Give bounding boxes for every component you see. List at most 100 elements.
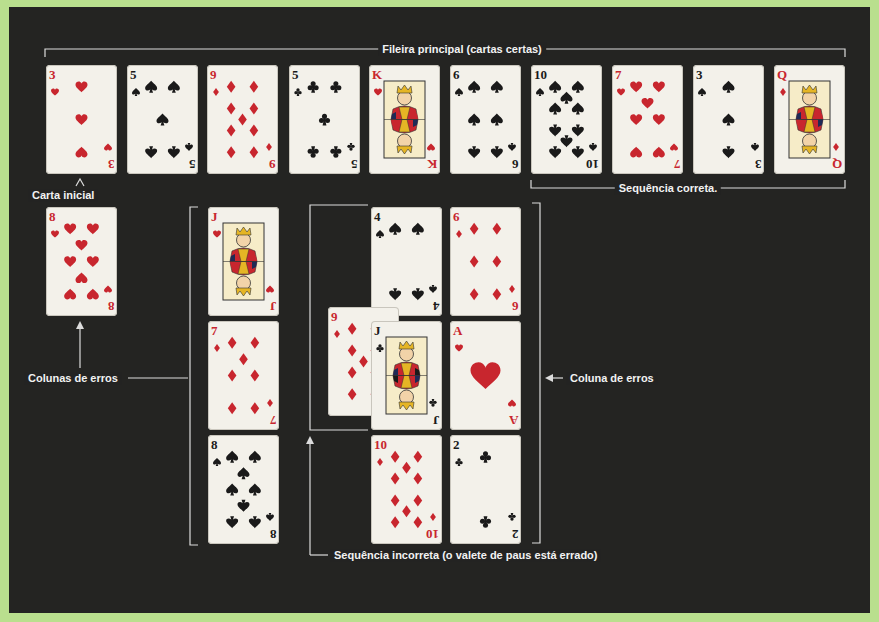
suit-pip <box>653 147 665 158</box>
card-rank: Q <box>832 157 842 171</box>
arrowhead <box>306 436 314 444</box>
suit-pip <box>470 256 479 268</box>
card-rank: A <box>453 324 462 338</box>
card-rank: 6 <box>453 68 460 82</box>
suit-pip <box>389 223 401 235</box>
suit-pip <box>402 462 411 474</box>
face-card-figure <box>789 81 830 158</box>
suit-pip <box>833 143 839 151</box>
card-rank: J <box>211 210 218 224</box>
suit-pip <box>251 402 260 414</box>
suit-pip <box>549 124 561 136</box>
suit-pip <box>213 458 221 466</box>
suit-pip <box>238 500 250 512</box>
suit-pip <box>723 81 735 93</box>
suit-pip <box>549 81 561 93</box>
playing-card: AA <box>450 321 521 430</box>
playing-card: 77 <box>208 321 279 430</box>
playing-card: QQ <box>774 65 845 174</box>
card-rank: 2 <box>453 438 460 452</box>
suit-pip <box>630 82 642 93</box>
suit-pip <box>214 344 220 352</box>
arrowhead <box>545 374 553 382</box>
card-rank: J <box>270 299 277 313</box>
suit-pip <box>670 143 678 150</box>
suit-pip <box>266 285 274 292</box>
suit-pip <box>414 516 423 528</box>
suit-pip <box>157 114 169 126</box>
suit-pip <box>561 92 573 104</box>
suit-pip <box>630 147 642 158</box>
suit-pip <box>87 224 99 235</box>
playing-card: JJ <box>371 321 442 430</box>
suit-pip <box>239 353 248 365</box>
suit-pip <box>509 285 515 293</box>
suit-pip <box>145 81 157 93</box>
suit-pip <box>64 224 76 235</box>
card-rank: 8 <box>211 438 218 452</box>
card-art <box>371 321 442 430</box>
annotation-label: Coluna de erros <box>566 372 658 385</box>
suit-pip <box>87 256 99 267</box>
card-rank: 6 <box>453 210 460 224</box>
card-rank: 9 <box>269 157 276 171</box>
leader-line <box>309 442 310 555</box>
table-ground <box>9 7 870 613</box>
suit-pip <box>414 451 423 463</box>
suit-pip <box>402 505 411 517</box>
card-art <box>371 207 442 316</box>
column-bracket <box>190 207 198 545</box>
suit-pip <box>642 98 654 109</box>
suit-pip <box>493 256 502 268</box>
playing-card: 88 <box>46 207 117 316</box>
suit-pip <box>227 81 236 93</box>
card-rank: 10 <box>426 527 439 541</box>
suit-pip <box>227 146 236 158</box>
suit-pip <box>267 399 273 407</box>
card-art <box>207 65 278 174</box>
suit-pip <box>168 81 180 93</box>
suit-pip <box>145 146 157 158</box>
suit-pip <box>104 143 112 150</box>
leader-line <box>128 377 188 378</box>
suit-pip <box>493 223 502 235</box>
suit-pip <box>455 88 463 96</box>
suit-pip <box>493 288 502 300</box>
suit-pip <box>348 323 357 335</box>
suit-pip <box>76 114 88 125</box>
suit-pip <box>427 143 435 150</box>
card-art <box>46 65 117 174</box>
card-rank: 7 <box>615 68 622 82</box>
suit-pip <box>51 230 59 237</box>
suit-pip <box>491 146 503 158</box>
card-rank: Q <box>777 68 787 82</box>
suit-pip <box>348 388 357 400</box>
suit-pip <box>227 103 236 115</box>
suit-pip <box>508 143 516 151</box>
card-art <box>127 65 198 174</box>
suit-pip <box>251 370 260 382</box>
face-card-figure <box>384 81 425 158</box>
suit-pip <box>374 88 382 95</box>
suit-pip <box>348 345 357 357</box>
suit-pip <box>653 114 665 125</box>
card-rank: 7 <box>674 157 681 171</box>
suit-pip <box>549 103 561 115</box>
suit-pip <box>391 516 400 528</box>
suit-pip <box>572 81 584 93</box>
card-rank: 7 <box>270 413 277 427</box>
suit-pip <box>64 289 76 300</box>
suit-pip <box>226 516 238 528</box>
annotation-label: Carta inicial <box>28 189 98 202</box>
card-rank: 2 <box>512 527 519 541</box>
suit-pip <box>468 81 480 93</box>
suit-pip <box>238 467 250 479</box>
suit-pip <box>76 240 88 251</box>
playing-card: 33 <box>46 65 117 174</box>
card-rank: 10 <box>374 438 387 452</box>
card-rank: 6 <box>512 299 519 313</box>
annotation-label: Sequência incorreta (o valete de paus es… <box>330 549 601 562</box>
suit-pip <box>572 146 584 158</box>
suit-pip <box>414 494 423 506</box>
suit-pip <box>391 451 400 463</box>
